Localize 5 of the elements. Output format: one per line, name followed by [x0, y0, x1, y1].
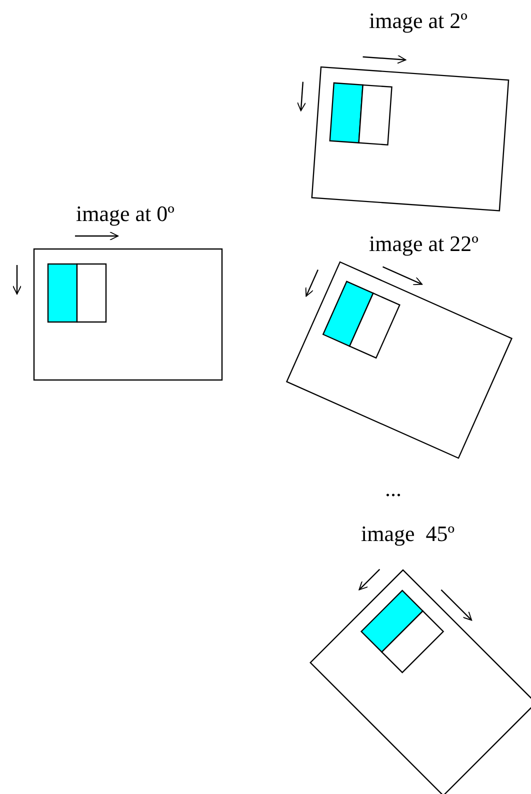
degree-label: image at 22º [369, 233, 478, 255]
ellipsis-text: ... [385, 478, 402, 500]
degree-label: image 45º [361, 523, 455, 545]
degree-label: image at 0º [76, 203, 174, 225]
degree-label: image at 2º [369, 10, 468, 32]
